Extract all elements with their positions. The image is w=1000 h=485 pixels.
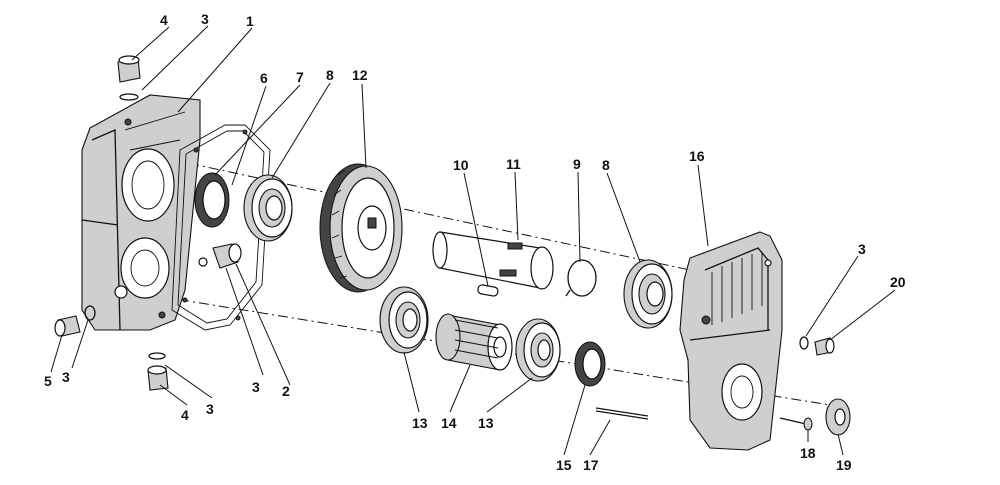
callout-6: 6 — [260, 70, 268, 86]
ball-bearing-right — [623, 259, 673, 329]
callout-13-left: 13 — [412, 415, 428, 431]
roller-bearing-2 — [515, 318, 561, 382]
callout-3-bottom: 3 — [206, 401, 214, 417]
circlip — [565, 259, 597, 297]
callout-labels: 1 2 3 3 3 3 3 4 4 5 6 7 8 8 9 10 11 12 1… — [44, 11, 906, 473]
callout-3-left: 3 — [62, 369, 70, 385]
callout-3-gasket: 3 — [252, 379, 260, 395]
top-plug — [117, 55, 141, 101]
ball-bearing-left — [243, 174, 293, 242]
callout-13-right: 13 — [478, 415, 494, 431]
plug-right — [814, 337, 835, 356]
callout-15: 15 — [556, 457, 572, 473]
shaft-seal — [574, 341, 606, 387]
leader-lines — [50, 25, 896, 456]
bolt — [779, 417, 813, 431]
callout-4-top: 4 — [160, 12, 168, 28]
pinion-gear — [435, 313, 513, 371]
gear-housing — [81, 94, 201, 331]
dowel-pin — [595, 407, 649, 420]
callout-20: 20 — [890, 274, 906, 290]
callout-19: 19 — [836, 457, 852, 473]
large-gear — [319, 163, 403, 293]
callout-11: 11 — [506, 156, 521, 172]
callout-3-right: 3 — [858, 241, 866, 257]
callout-4-bottom: 4 — [181, 407, 189, 423]
bottom-plug — [147, 352, 169, 391]
callout-5: 5 — [44, 373, 52, 389]
callout-16: 16 — [689, 148, 705, 164]
key — [477, 284, 499, 297]
flat-washer — [825, 398, 851, 436]
callout-9: 9 — [573, 156, 581, 172]
shaft — [432, 231, 554, 290]
callout-8-left: 8 — [326, 67, 334, 83]
roller-bearing-1 — [379, 286, 429, 354]
upper-axis — [149, 154, 691, 271]
seal-ring — [194, 172, 230, 228]
callout-14: 14 — [441, 415, 457, 431]
callout-3-top: 3 — [201, 11, 209, 27]
callout-18: 18 — [800, 445, 816, 461]
callout-10: 10 — [453, 157, 469, 173]
callout-7: 7 — [296, 69, 304, 85]
callout-1: 1 — [246, 13, 254, 29]
housing-cover — [679, 231, 783, 451]
callout-2: 2 — [282, 383, 290, 399]
callout-17: 17 — [583, 457, 599, 473]
fitting — [198, 243, 242, 269]
o-ring-right — [799, 336, 809, 350]
callout-8-right: 8 — [602, 157, 610, 173]
side-plug — [54, 305, 96, 337]
callout-12: 12 — [352, 67, 368, 83]
